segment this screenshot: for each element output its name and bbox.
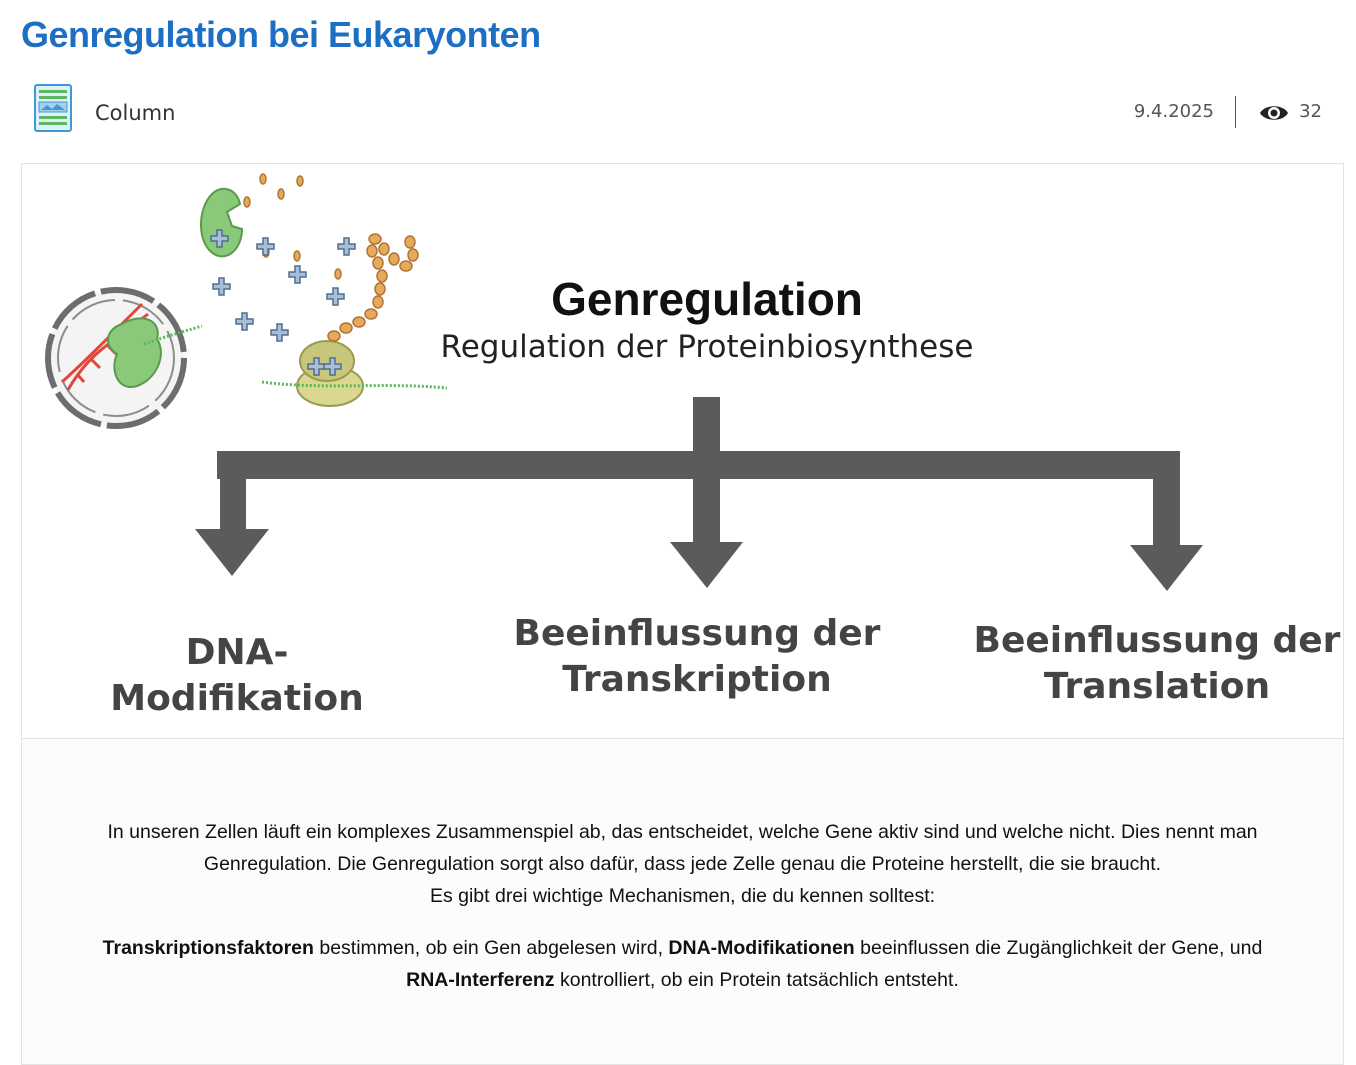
branch-label-line: Beeinflussung der [513, 613, 881, 654]
branch-label-line: Beeinflussung der [973, 620, 1341, 661]
intro-line: In unseren Zellen läuft ein komplexes Zu… [107, 821, 1258, 843]
branch-transkription: Beeinflussung der Transkription [502, 611, 892, 703]
mechanism-text: kontrolliert, ob ein Protein tatsächlich… [554, 969, 959, 991]
intro-line: Es gibt drei wichtige Mechanismen, die d… [429, 885, 936, 907]
term-transkriptionsfaktoren: Transkriptionsfaktoren [102, 937, 314, 959]
meta-row: Column 9.4.2025 32 [21, 82, 1322, 134]
view-count: 32 [1299, 101, 1322, 122]
branch-translation: Beeinflussung der Translation [962, 618, 1352, 710]
branch-label-line: Translation [1043, 666, 1271, 707]
mechanism-text: bestimmen, ob ein Gen abgelesen wird, [313, 937, 669, 959]
content-type-label: Column [95, 101, 176, 125]
figure-title: Genregulation [551, 273, 863, 325]
content-card: Genregulation Regulation der Proteinbios… [21, 163, 1344, 1065]
mechanisms-paragraph: Transkriptionsfaktoren bestimmen, ob ein… [42, 932, 1323, 996]
mechanisms-line-1: Transkriptionsfaktoren bestimmen, ob ein… [42, 932, 1323, 964]
mechanisms-line-2: RNA-Interferenz kontrolliert, ob ein Pro… [42, 964, 1323, 996]
term-dna-modifikationen: DNA-Modifikationen [668, 937, 855, 959]
amino-acid-icon [243, 173, 342, 280]
branch-label-line: DNA-Modifikation [110, 632, 364, 719]
branch-label-line: Transkription [562, 659, 832, 700]
figure-subtitle: Regulation der Proteinbiosynthese [440, 329, 974, 365]
term-rna-interferenz: RNA-Interferenz [406, 969, 555, 991]
mrna-strand-icon [261, 380, 448, 390]
meta-divider [1235, 96, 1236, 128]
figure-illustration [45, 173, 1203, 591]
amino-acid-chain-icon [327, 233, 419, 342]
ribosome-icon [296, 340, 364, 407]
eye-icon [1260, 106, 1288, 120]
branch-arrows [195, 397, 1203, 591]
rna-polymerase-icon [107, 317, 162, 388]
page-title: Genregulation bei Eukaryonten [21, 14, 541, 55]
trna-icon [210, 229, 356, 342]
branch-dna-modifikation: DNA-Modifikation [62, 630, 412, 722]
column-document-icon [34, 84, 72, 132]
publish-date: 9.4.2025 [1133, 101, 1214, 122]
intro-line: Genregulation. Die Genregulation sorgt a… [203, 853, 1162, 875]
genregulation-figure: Genregulation Regulation der Proteinbios… [22, 164, 1343, 739]
mechanism-text: beeinflussen die Zugänglichkeit der Gene… [854, 937, 1263, 959]
intro-paragraph: In unseren Zellen läuft ein komplexes Zu… [42, 816, 1323, 912]
